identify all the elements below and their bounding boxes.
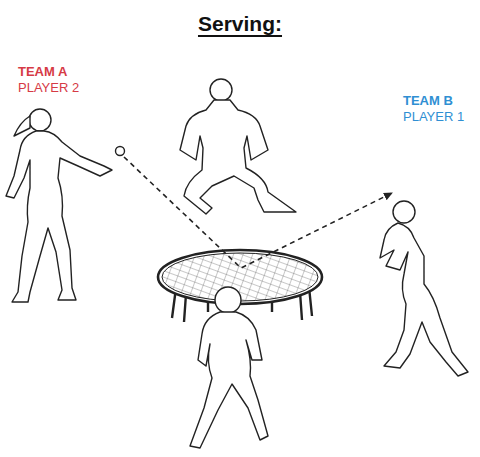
ball	[116, 147, 125, 156]
spikeball-net	[158, 250, 322, 322]
team-label: TEAM A	[18, 65, 67, 79]
team-label: TEAM B	[403, 94, 453, 108]
player-figure	[190, 287, 268, 448]
player-figure	[380, 201, 468, 376]
serve-path	[124, 157, 392, 268]
player-label: PLAYER 2	[18, 81, 79, 95]
diagram-title: Serving:	[198, 12, 282, 35]
player-label: PLAYER 1	[403, 110, 464, 124]
player-figure	[180, 79, 296, 214]
player-figure	[6, 109, 112, 302]
